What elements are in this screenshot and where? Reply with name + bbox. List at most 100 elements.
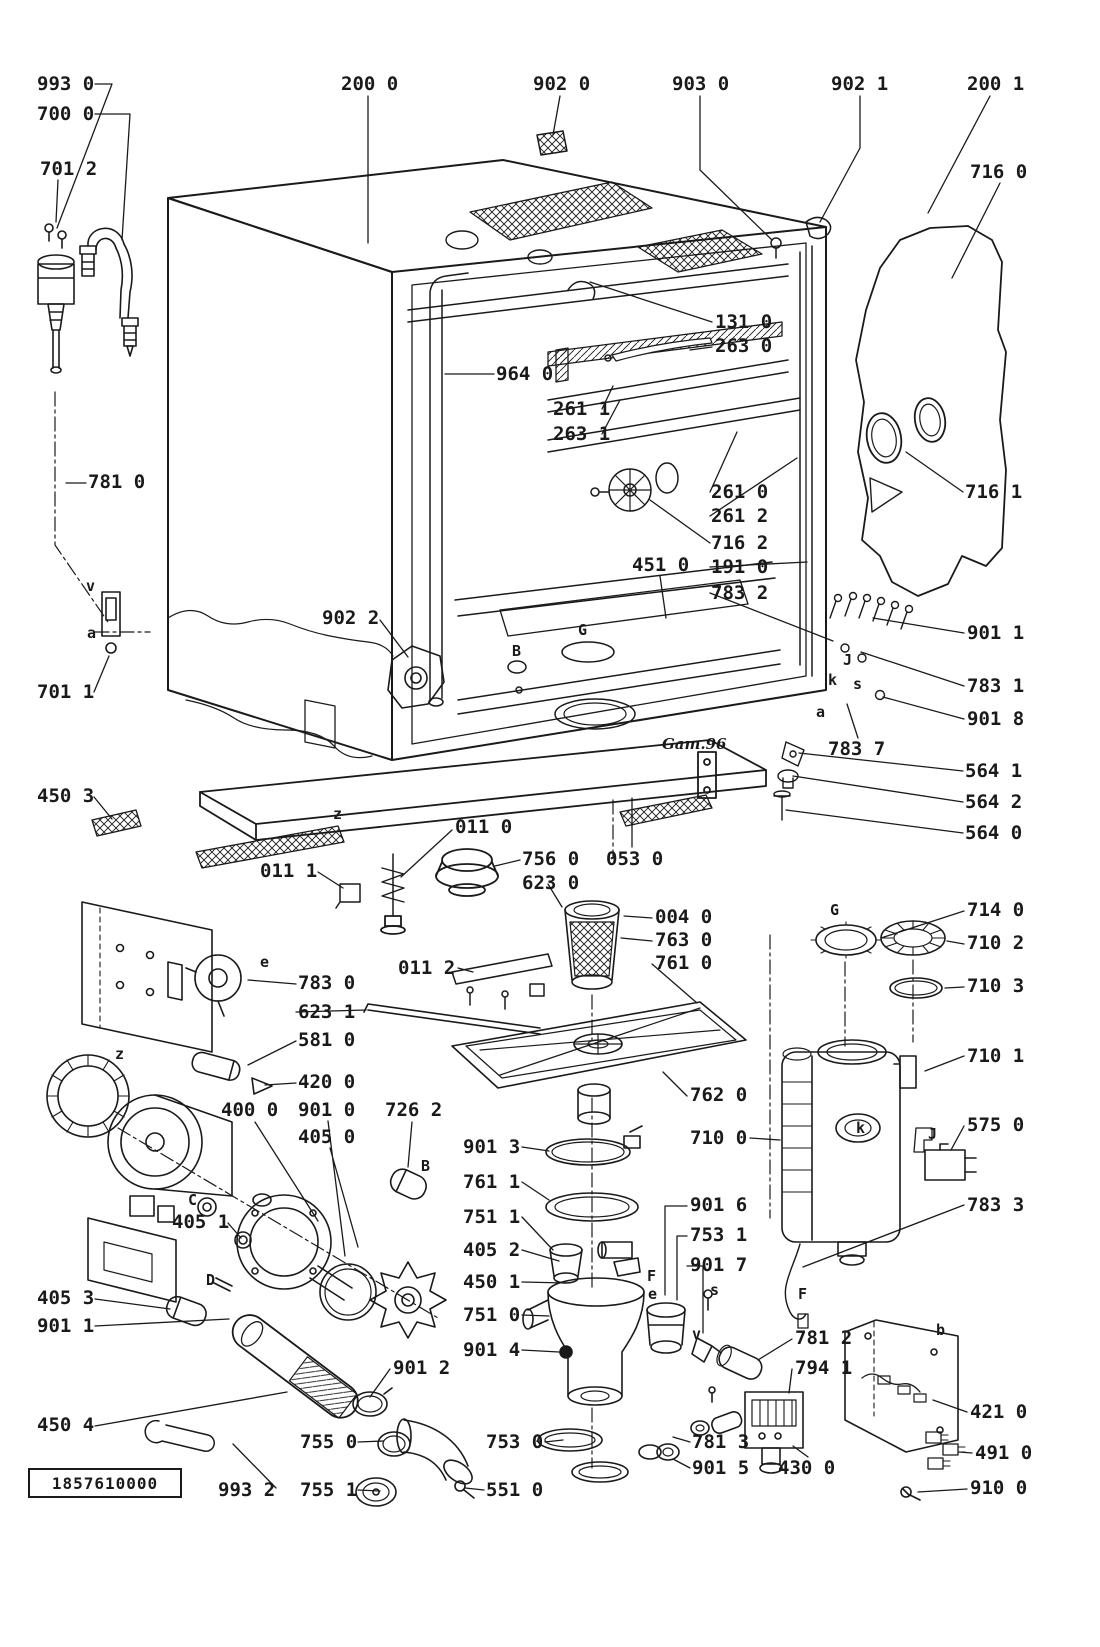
reference-letter: s [710, 1281, 720, 1299]
part-label: 564 0 [965, 822, 1023, 844]
reference-letter: J [843, 651, 853, 669]
part-label: 902 2 [322, 607, 380, 629]
part-label: 993 0 [37, 73, 95, 95]
motor-pump-assembly [46, 901, 541, 1339]
part-label: 781 2 [795, 1327, 853, 1349]
part-label: 405 0 [298, 1126, 356, 1148]
drain-elbow [144, 1387, 473, 1507]
part-label: 714 0 [967, 899, 1025, 921]
part-label: 701 2 [40, 158, 98, 180]
part-label: 761 0 [655, 952, 713, 974]
part-label: 451 0 [632, 554, 690, 576]
fastener-cluster [773, 591, 914, 821]
part-label: 901 3 [463, 1136, 521, 1158]
part-label: 716 0 [970, 161, 1028, 183]
heater-tube [231, 1314, 359, 1419]
part-label: 964 0 [496, 363, 554, 385]
reference-letter: z [115, 1045, 125, 1063]
reference-letter: v [692, 1325, 702, 1343]
part-label: 901 1 [37, 1315, 95, 1337]
part-label: 910 0 [970, 1477, 1028, 1499]
base-crossbar [451, 953, 553, 1010]
part-label: 450 1 [463, 1271, 521, 1293]
reference-letter: J [928, 1125, 938, 1143]
reference-letter: v [86, 577, 96, 595]
part-label: 564 2 [965, 791, 1023, 813]
part-label: 575 0 [967, 1114, 1025, 1136]
part-label: 491 0 [975, 1442, 1033, 1464]
part-label: 581 0 [298, 1029, 356, 1051]
part-label: 623 0 [522, 872, 580, 894]
part-label: 756 0 [522, 848, 580, 870]
inspection-stamp: Gam.96 [662, 735, 727, 753]
part-label: 726 2 [385, 1099, 443, 1121]
part-label: 993 2 [218, 1479, 276, 1501]
part-label: 761 1 [463, 1171, 521, 1193]
reference-letter: b [936, 1321, 946, 1339]
part-label: 701 1 [37, 681, 95, 703]
part-label: 781 0 [88, 471, 146, 493]
top-fittings [536, 130, 832, 259]
part-label: 753 1 [690, 1224, 748, 1246]
reference-letter: z [333, 805, 343, 823]
part-label: 421 0 [970, 1401, 1028, 1423]
part-label: 783 0 [298, 972, 356, 994]
part-label: 751 1 [463, 1206, 521, 1228]
reference-letter: G [578, 621, 588, 639]
part-label: 901 2 [393, 1357, 451, 1379]
reference-letter: B [421, 1157, 431, 1175]
part-label: 450 3 [37, 785, 95, 807]
part-label: 400 0 [221, 1099, 279, 1121]
inlet-hose-assembly [37, 223, 139, 374]
part-label: 053 0 [606, 848, 664, 870]
reference-letter: s [853, 675, 863, 693]
part-label: 700 0 [37, 103, 95, 125]
filter-stack [451, 900, 747, 1499]
reference-letter: e [260, 953, 270, 971]
reference-letter: e [648, 1285, 658, 1303]
part-label: 901 6 [690, 1194, 748, 1216]
part-label: 200 1 [967, 73, 1025, 95]
part-label: 901 7 [690, 1254, 748, 1276]
part-label: 783 1 [967, 675, 1025, 697]
hinge-bracket [387, 645, 445, 709]
reference-letter: C [188, 1191, 198, 1209]
part-label: 623 1 [298, 1001, 356, 1023]
part-label: 762 0 [690, 1084, 748, 1106]
part-label: 131 0 [715, 311, 773, 333]
leader-lines [55, 83, 1001, 1493]
part-label: 755 0 [300, 1431, 358, 1453]
part-label: 710 1 [967, 1045, 1025, 1067]
tub-assembly [167, 159, 827, 761]
reference-letter: B [512, 642, 522, 660]
base-frame [91, 739, 767, 935]
part-label: 405 3 [37, 1287, 95, 1309]
hose-clip [101, 591, 121, 654]
part-label: 783 7 [828, 738, 886, 760]
part-label: 901 1 [967, 622, 1025, 644]
part-label: 710 3 [967, 975, 1025, 997]
part-label: 564 1 [965, 760, 1023, 782]
part-label: 200 0 [341, 73, 399, 95]
part-label: 794 1 [795, 1357, 853, 1379]
side-panel [855, 225, 1007, 597]
water-softener-assembly [781, 920, 977, 1329]
part-label: 763 0 [655, 929, 713, 951]
part-label: 263 0 [715, 335, 773, 357]
reference-letter: k [856, 1119, 866, 1137]
part-label: 781 3 [692, 1431, 750, 1453]
part-label: 430 0 [778, 1457, 836, 1479]
reference-letter: G [830, 901, 840, 919]
tub-interior-parts [407, 245, 813, 730]
reference-letter: F [798, 1285, 808, 1303]
part-label: 755 1 [300, 1479, 358, 1501]
reference-letter: k [828, 671, 838, 689]
part-label: 261 0 [711, 481, 769, 503]
reference-letter: F [647, 1267, 657, 1285]
part-label: 901 0 [298, 1099, 356, 1121]
reference-letter: a [87, 624, 97, 642]
part-label: 420 0 [298, 1071, 356, 1093]
part-label: 751 0 [463, 1304, 521, 1326]
